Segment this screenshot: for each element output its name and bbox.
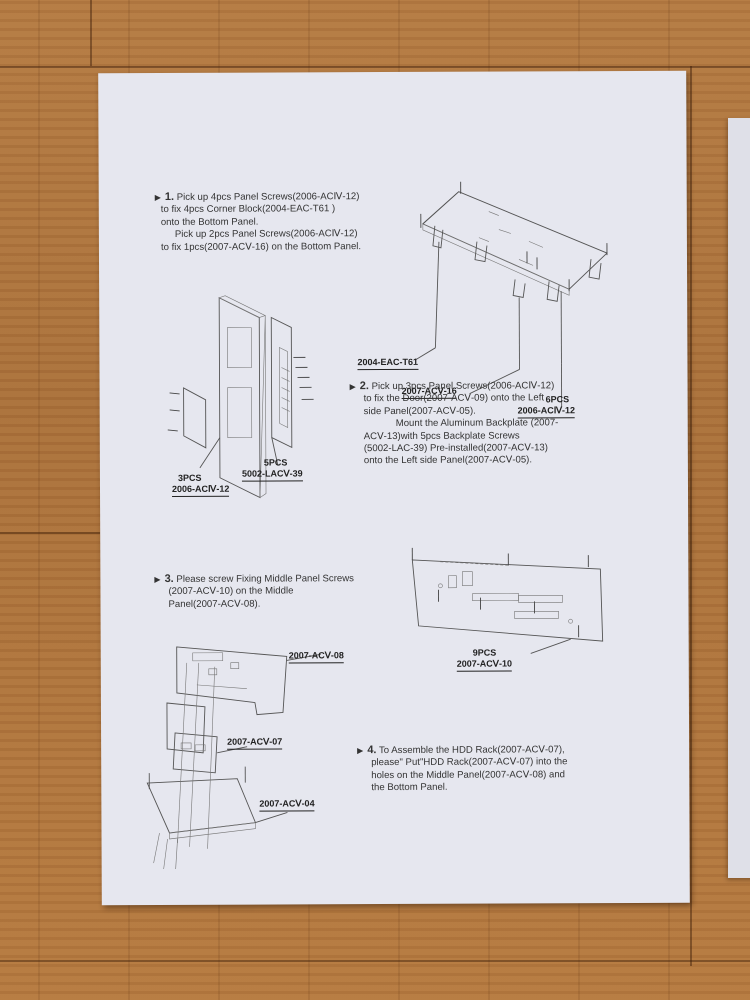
label-panel-screw-2: 2006-ACⅣ-12 xyxy=(171,483,230,497)
bullet-triangle-icon: ▶ xyxy=(349,382,356,392)
label-qty-3pcs: 3PCS xyxy=(177,472,202,483)
hdd-rack-assembly-diagram xyxy=(146,646,321,870)
bullet-triangle-icon: ▶ xyxy=(154,575,161,585)
label-backplate-screw: 5002-LACⅤ-39 xyxy=(241,468,303,482)
floor-seam xyxy=(0,66,750,68)
floor-seam xyxy=(90,0,92,66)
second-sheet-edge xyxy=(728,118,750,878)
label-corner-block: 2004-EAC-T61 xyxy=(357,356,419,371)
middle-panel-diagram xyxy=(411,547,604,654)
floor-seam xyxy=(0,960,750,962)
bullet-triangle-icon: ▶ xyxy=(154,193,161,203)
step-1-text: ▶1. Pick up 4pcs Panel Screws(2006-ACⅣ-1… xyxy=(154,190,362,253)
step-3-text: ▶3. Please screw Fixing Middle Panel Scr… xyxy=(154,572,354,610)
label-qty-5pcs: 5PCS xyxy=(263,457,288,468)
bottom-panel-diagram xyxy=(415,181,608,408)
label-middle-panel-screw: 2007-ACⅤ-10 xyxy=(456,658,512,672)
label-hdd-rack: 2007-ACⅤ-07 xyxy=(227,736,283,750)
bullet-triangle-icon: ▶ xyxy=(357,746,364,756)
step-2-text: ▶2. Pick up 3pcs Panel Screws(2006-ACⅣ-1… xyxy=(349,380,559,467)
step-4-text: ▶4. To Assemble the HDD Rack(2007-ACⅤ-07… xyxy=(357,744,568,794)
label-middle-panel: 2007-ACⅤ-08 xyxy=(288,650,344,664)
left-side-panel-diagram xyxy=(167,295,314,499)
label-qty-9pcs: 9PCS xyxy=(472,647,497,658)
instruction-sheet: ▶1. Pick up 4pcs Panel Screws(2006-ACⅣ-1… xyxy=(98,70,690,906)
floor-seam xyxy=(690,66,692,966)
label-bottom-panel: 2007-ACⅤ-04 xyxy=(259,798,315,812)
floor-seam xyxy=(0,532,100,534)
